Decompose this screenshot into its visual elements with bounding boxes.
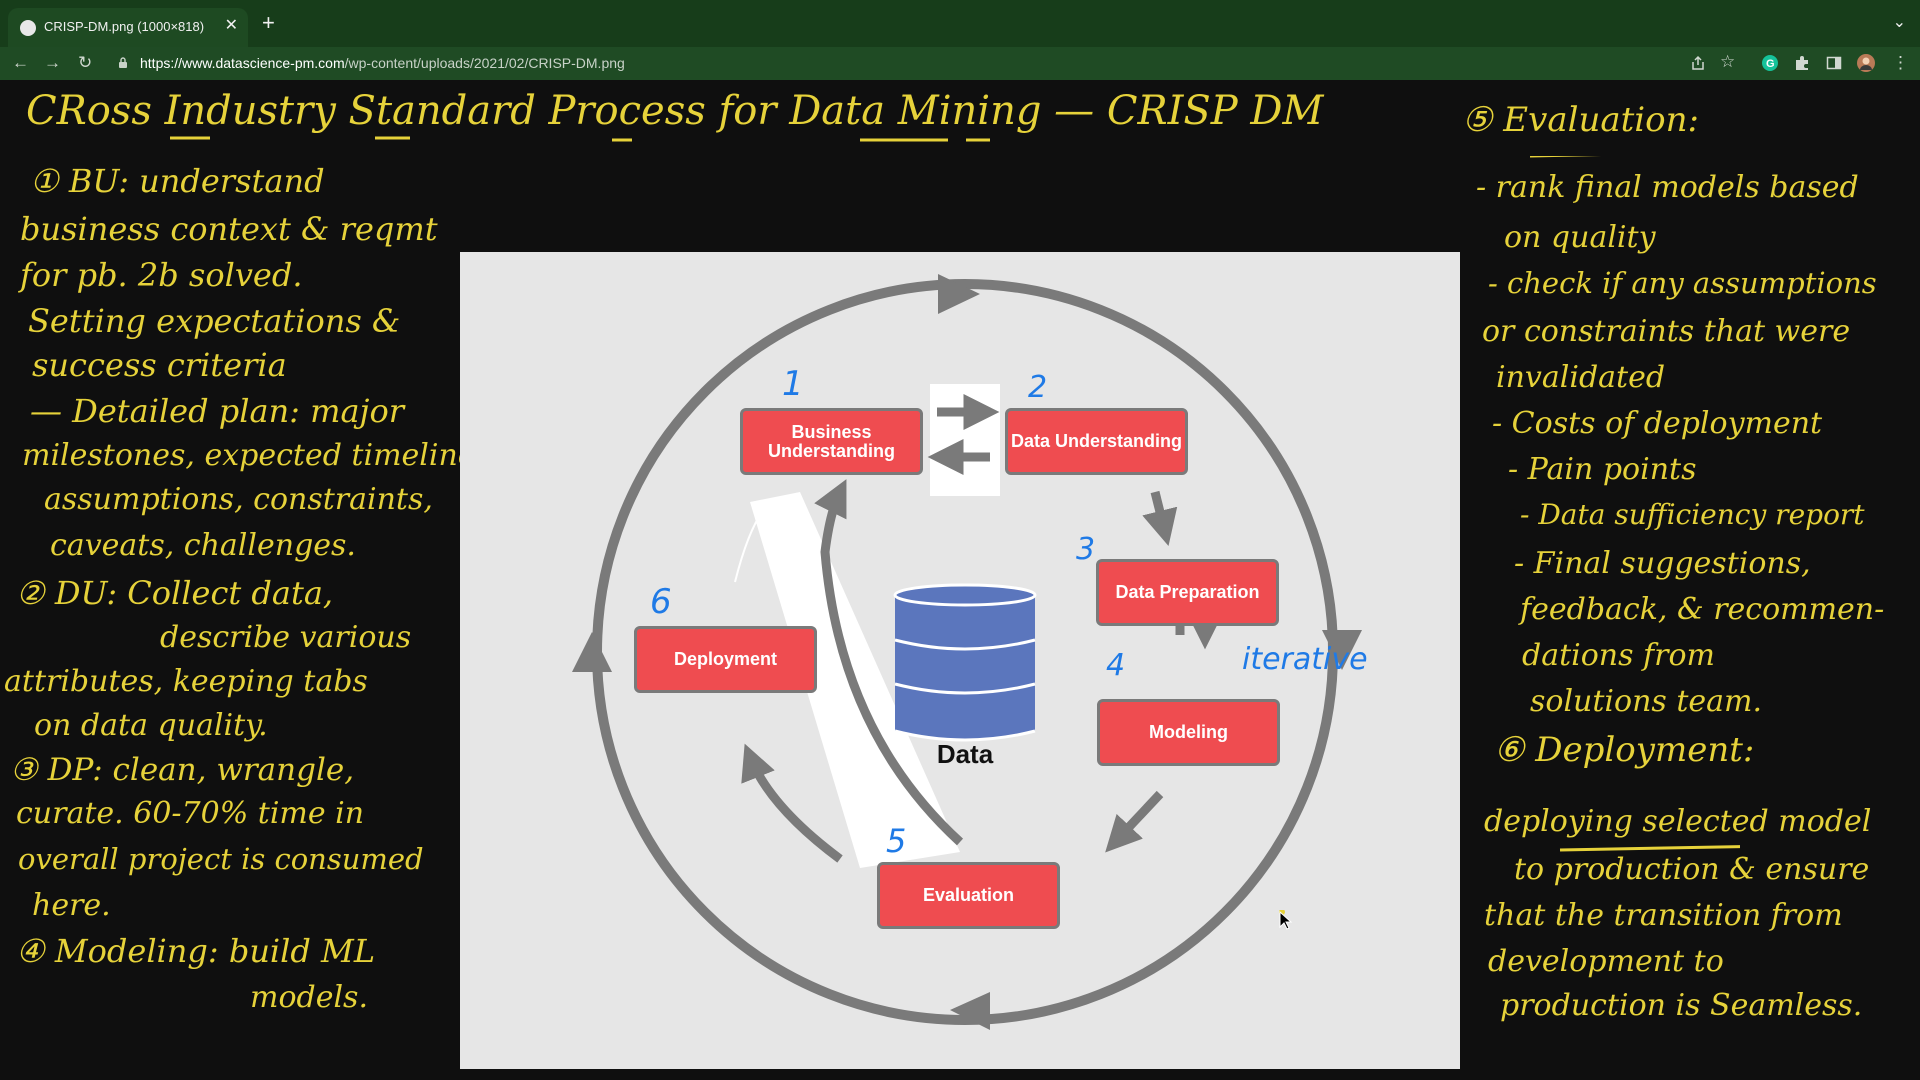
url-path: /wp-content/uploads/2021/02/CRISP-DM.png xyxy=(344,55,625,71)
note-line: for pb. 2b solved. xyxy=(20,256,303,294)
title-underlines xyxy=(170,136,990,142)
avatar[interactable] xyxy=(1857,54,1875,72)
grammarly-icon[interactable]: G xyxy=(1762,55,1778,71)
tab-title: CRISP-DM.png (1000×818) xyxy=(44,19,205,34)
right-underlines xyxy=(1530,156,1740,852)
puzzle-icon[interactable] xyxy=(1794,55,1810,71)
note-line: - Final suggestions, xyxy=(1514,546,1811,581)
arrow-swap-panel xyxy=(930,384,1000,496)
chevron-down-icon[interactable]: ⌄ xyxy=(1892,14,1906,31)
close-icon[interactable]: ✕ xyxy=(224,17,238,34)
step-number: 1 xyxy=(782,364,804,404)
note-line: - check if any assumptions xyxy=(1488,266,1877,300)
back-arrow-icon[interactable]: ← xyxy=(12,53,29,72)
step-label: Data Understanding xyxy=(1010,431,1183,451)
cycle-arrow-top xyxy=(938,274,980,314)
step-data-preparation: Data Preparation xyxy=(1096,559,1279,626)
svg-text:G: G xyxy=(1766,58,1775,70)
notes-title: CRoss Industry Standard Process for Data… xyxy=(26,88,1324,134)
cycle-arrow-right xyxy=(1322,630,1362,670)
note-line: - Pain points xyxy=(1508,452,1697,487)
note-line: ⑥ Deployment: xyxy=(1494,730,1755,770)
note-line: ④ Modeling: build ML xyxy=(16,932,376,970)
step-business-understanding: Business Understanding xyxy=(740,408,923,475)
forward-arrow-icon[interactable]: → xyxy=(44,53,61,72)
note-line: feedback, & recommen- xyxy=(1520,592,1885,627)
step-number: 2 xyxy=(1028,370,1048,405)
note-line: ① BU: understand xyxy=(30,162,325,200)
note-line: — Detailed plan: major xyxy=(30,392,405,430)
note-line: Setting expectations & xyxy=(28,302,401,340)
step-number: 4 xyxy=(1106,648,1126,683)
globe-icon xyxy=(20,20,36,36)
star-icon[interactable]: ☆ xyxy=(1720,52,1736,71)
note-line: development to xyxy=(1488,944,1724,979)
step-data-understanding: Data Understanding xyxy=(1005,408,1188,475)
note-line: dations from xyxy=(1522,638,1716,673)
crisp-dm-image: Business Understanding Data Understandin… xyxy=(460,252,1460,1069)
database-icon xyxy=(893,583,1037,742)
plus-icon[interactable]: + xyxy=(262,10,275,35)
note-line: deploying selected model xyxy=(1484,804,1872,839)
address-bar[interactable]: https://www.datascience-pm.com/wp-conten… xyxy=(140,55,625,71)
kebab-menu-icon[interactable]: ⋮ xyxy=(1892,53,1909,72)
tab-bar: CRISP-DM.png (1000×818) ✕ + ⌄ xyxy=(0,0,1920,47)
step-label: Deployment xyxy=(673,649,778,669)
url-domain: https://www.datascience-pm.com xyxy=(140,55,345,71)
note-line: - rank final models based xyxy=(1476,170,1859,205)
iterative-note: iterative xyxy=(1242,642,1368,677)
note-line: assumptions, constraints, xyxy=(44,482,433,517)
cycle-arrow-bottom xyxy=(950,992,990,1030)
note-line: ③ DP: clean, wrangle, xyxy=(10,752,355,788)
step-evaluation: Evaluation xyxy=(877,862,1060,929)
reload-icon[interactable]: ↻ xyxy=(78,53,93,72)
note-line: on data quality. xyxy=(34,708,268,743)
data-label: Data xyxy=(936,739,994,769)
tab-active[interactable]: CRISP-DM.png (1000×818) ✕ xyxy=(8,8,248,47)
cursor-icon xyxy=(1279,910,1293,930)
step-modeling: Modeling xyxy=(1097,699,1280,766)
note-line: on quality xyxy=(1504,220,1656,255)
step-number: 6 xyxy=(650,582,672,622)
note-line: milestones, expected timelines, xyxy=(22,438,501,473)
step-label: Business Understanding xyxy=(767,421,895,461)
note-line: ② DU: Collect data, xyxy=(16,574,334,612)
note-line: here. xyxy=(32,888,111,923)
share-icon[interactable] xyxy=(1690,55,1706,71)
lock-icon xyxy=(119,57,127,68)
address-toolbar: ← → ↻ https://www.datascience-pm.com/wp-… xyxy=(0,47,1920,80)
note-line: business context & reqmt xyxy=(20,210,438,248)
image-viewer: CRoss Industry Standard Process for Data… xyxy=(0,80,1920,1080)
note-line: attributes, keeping tabs xyxy=(4,664,368,699)
note-line: to production & ensure xyxy=(1514,852,1870,887)
note-line: - Data sufficiency report xyxy=(1520,498,1865,531)
note-line: overall project is consumed xyxy=(18,842,424,876)
step-label: Evaluation xyxy=(922,885,1015,905)
note-line: production is Seamless. xyxy=(1500,988,1863,1023)
note-line: - Costs of deployment xyxy=(1492,406,1823,441)
step-label: Modeling xyxy=(1149,722,1228,742)
note-line: invalidated xyxy=(1496,360,1666,395)
step-deployment: Deployment xyxy=(634,626,817,693)
step-label: Data Preparation xyxy=(1115,582,1260,602)
note-line: caveats, challenges. xyxy=(50,528,356,563)
note-line: success criteria xyxy=(32,346,287,384)
sidepanel-icon[interactable] xyxy=(1826,55,1842,71)
note-line: models. xyxy=(250,980,368,1015)
note-line: solutions team. xyxy=(1530,684,1763,719)
note-line: curate. 60-70% time in xyxy=(16,796,365,831)
step-number: 3 xyxy=(1076,532,1096,567)
cycle-arrow-left xyxy=(572,632,612,672)
note-line: that the transition from xyxy=(1484,898,1843,933)
cycle-graphics xyxy=(572,274,1362,1030)
note-line: ⑤ Evaluation: xyxy=(1462,100,1699,140)
note-line: or constraints that were xyxy=(1482,314,1851,349)
step-number: 5 xyxy=(886,822,907,860)
note-line: describe various xyxy=(160,620,412,655)
